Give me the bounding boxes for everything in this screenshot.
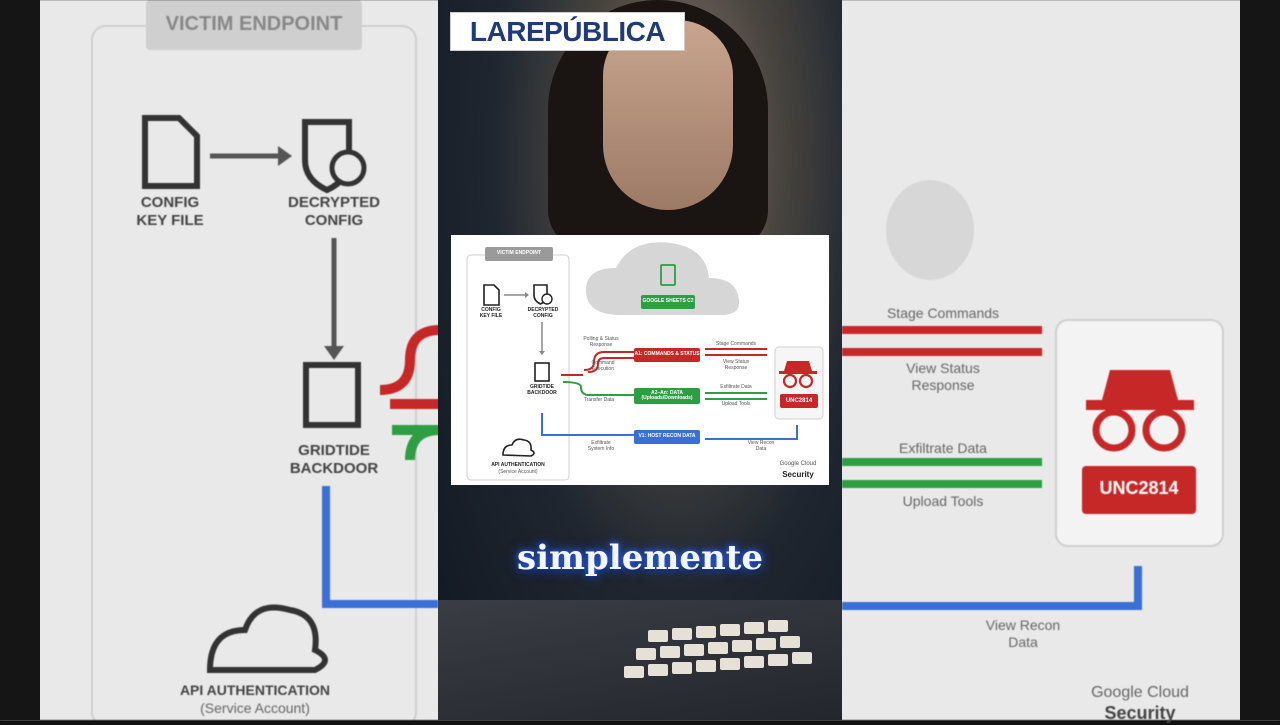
a1-commands-status-box: A1: COMMANDS & STATUS	[634, 348, 700, 362]
bg-victim-endpoint-label: VICTIM ENDPOINT	[165, 13, 343, 35]
caption-subtitle: simplemente	[516, 538, 764, 578]
v1-host-recon-box: V1: HOST RECON DATA	[634, 430, 700, 444]
decrypted-config-label: DECRYPTED CONFIG	[527, 307, 559, 319]
victim-endpoint-label: VICTIM ENDPOINT	[496, 250, 542, 257]
command-execution-label: Command Execution	[591, 360, 615, 372]
bg-view-recon-label: View Recon Data	[985, 617, 1061, 650]
view-recon-data-label: View Recon Data	[747, 440, 775, 452]
logo-text: LAREPÚBLICA	[469, 15, 666, 47]
google-sheets-c2-box: GOOGLE SHEETS C2	[641, 295, 695, 309]
bg-stage-commands-label: Stage Commands	[886, 305, 1000, 321]
exfiltrate-system-info-label: Exfiltrate System Info	[587, 440, 615, 452]
gridtide-backdoor-label: GRIDTIDE BACKDOOR	[527, 384, 557, 396]
bg-service-account-label: (Service Account)	[200, 700, 310, 716]
view-status-response-label: View Status Response	[722, 359, 750, 371]
security-label: Security	[782, 470, 814, 479]
bg-unc-label: UNC2814	[1099, 478, 1179, 498]
right-dark-border	[1240, 0, 1280, 720]
stage-commands-label: Stage Commands	[715, 341, 757, 347]
bg-upload-tools-label: Upload Tools	[902, 493, 984, 509]
larepublica-logo: LAREPÚBLICA	[450, 12, 685, 51]
upload-tools-label: Upload Tools	[721, 401, 751, 407]
exfiltrate-data-label: Exfiltrate Data	[720, 384, 752, 390]
a2-data-box: A2–An: DATA (Uploads/Downloads)	[634, 388, 700, 404]
left-dark-border	[0, 0, 40, 720]
google-cloud-label: Google Cloud	[779, 461, 817, 467]
diagram-card: VICTIM ENDPOINT CONFIG KEY FILE DECRYPTE…	[451, 235, 829, 485]
service-account-label: (Service Account)	[498, 469, 538, 475]
unc2814-badge: UNC2814	[780, 394, 818, 408]
bg-decrypted-config-label: DECRYPTED CONFIG	[288, 194, 380, 229]
api-auth-label: API AUTHENTICATION	[491, 462, 545, 468]
bg-api-auth-label: API AUTHENTICATION	[179, 682, 331, 698]
person-face	[603, 20, 733, 210]
bg-view-status-label: View Status Response	[906, 360, 980, 393]
bg-config-key-file-label: CONFIG KEY FILE	[136, 194, 204, 229]
bg-exfiltrate-data-label: Exfiltrate Data	[899, 440, 987, 456]
keyboard	[438, 600, 842, 720]
bg-google-cloud-label: Google Cloud	[1091, 684, 1189, 701]
bg-gridtide-backdoor-label: GRIDTIDE BACKDOOR	[289, 442, 379, 477]
transfer-data-label: Transfer Data	[583, 397, 615, 403]
bg-security-label: Security	[1104, 703, 1176, 723]
polling-label: Polling & Status Response	[583, 336, 619, 348]
config-key-file-label: CONFIG KEY FILE	[479, 307, 503, 319]
